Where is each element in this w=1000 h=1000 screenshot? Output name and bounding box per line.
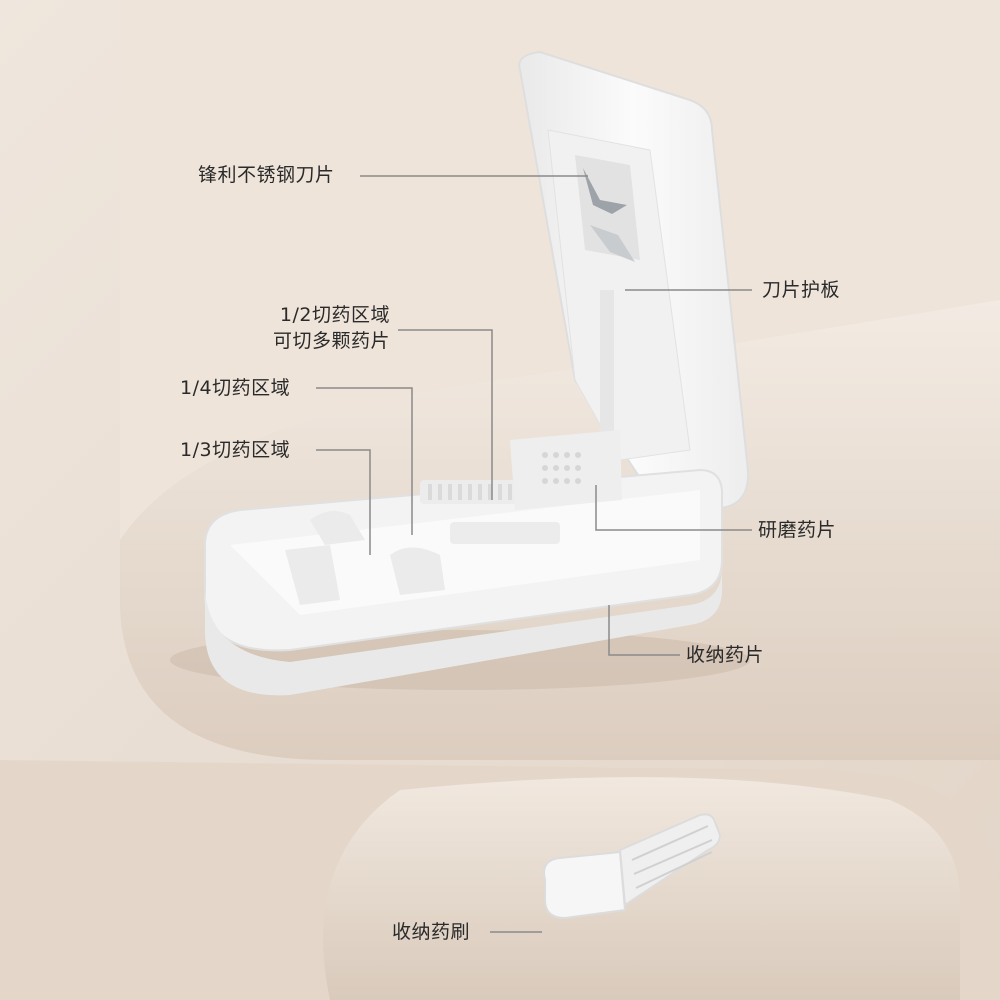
label-brush: 收纳药刷 <box>392 921 471 943</box>
blade-lower <box>590 225 635 262</box>
label-quarter-zone: 1/4切药区域 <box>180 377 291 399</box>
leader-lines <box>316 175 752 933</box>
leader-storage <box>608 605 680 656</box>
base-side <box>205 568 722 696</box>
third-zone-holder <box>310 511 365 545</box>
label-storage: 收纳药片 <box>686 644 765 666</box>
grinder-teeth <box>542 452 581 484</box>
leader-grind <box>595 485 752 531</box>
label-half-zone-line2: 可切多颗药片 <box>272 330 390 352</box>
brush-handle <box>543 850 627 920</box>
blade <box>583 168 627 214</box>
brush-bristles <box>618 813 722 907</box>
label-grind: 研磨药片 <box>758 519 837 541</box>
label-blade-guard: 刀片护板 <box>762 279 841 301</box>
quarter-zone-slot <box>390 547 445 595</box>
tray-surface <box>230 490 700 615</box>
third-zone-slot <box>285 545 340 605</box>
second-comb <box>450 522 560 544</box>
leader-third-zone <box>316 449 371 555</box>
brush-bristle-lines <box>631 825 713 889</box>
leader-quarter-zone <box>316 387 413 535</box>
label-blade: 锋利不锈钢刀片 <box>198 164 335 186</box>
comb-teeth <box>428 484 512 500</box>
leader-half-zone <box>398 329 493 500</box>
lid-hinge-rail <box>600 290 614 460</box>
label-third-zone: 1/3切药区域 <box>180 439 291 461</box>
label-half-zone-line1: 1/2切药区域 <box>279 304 390 326</box>
